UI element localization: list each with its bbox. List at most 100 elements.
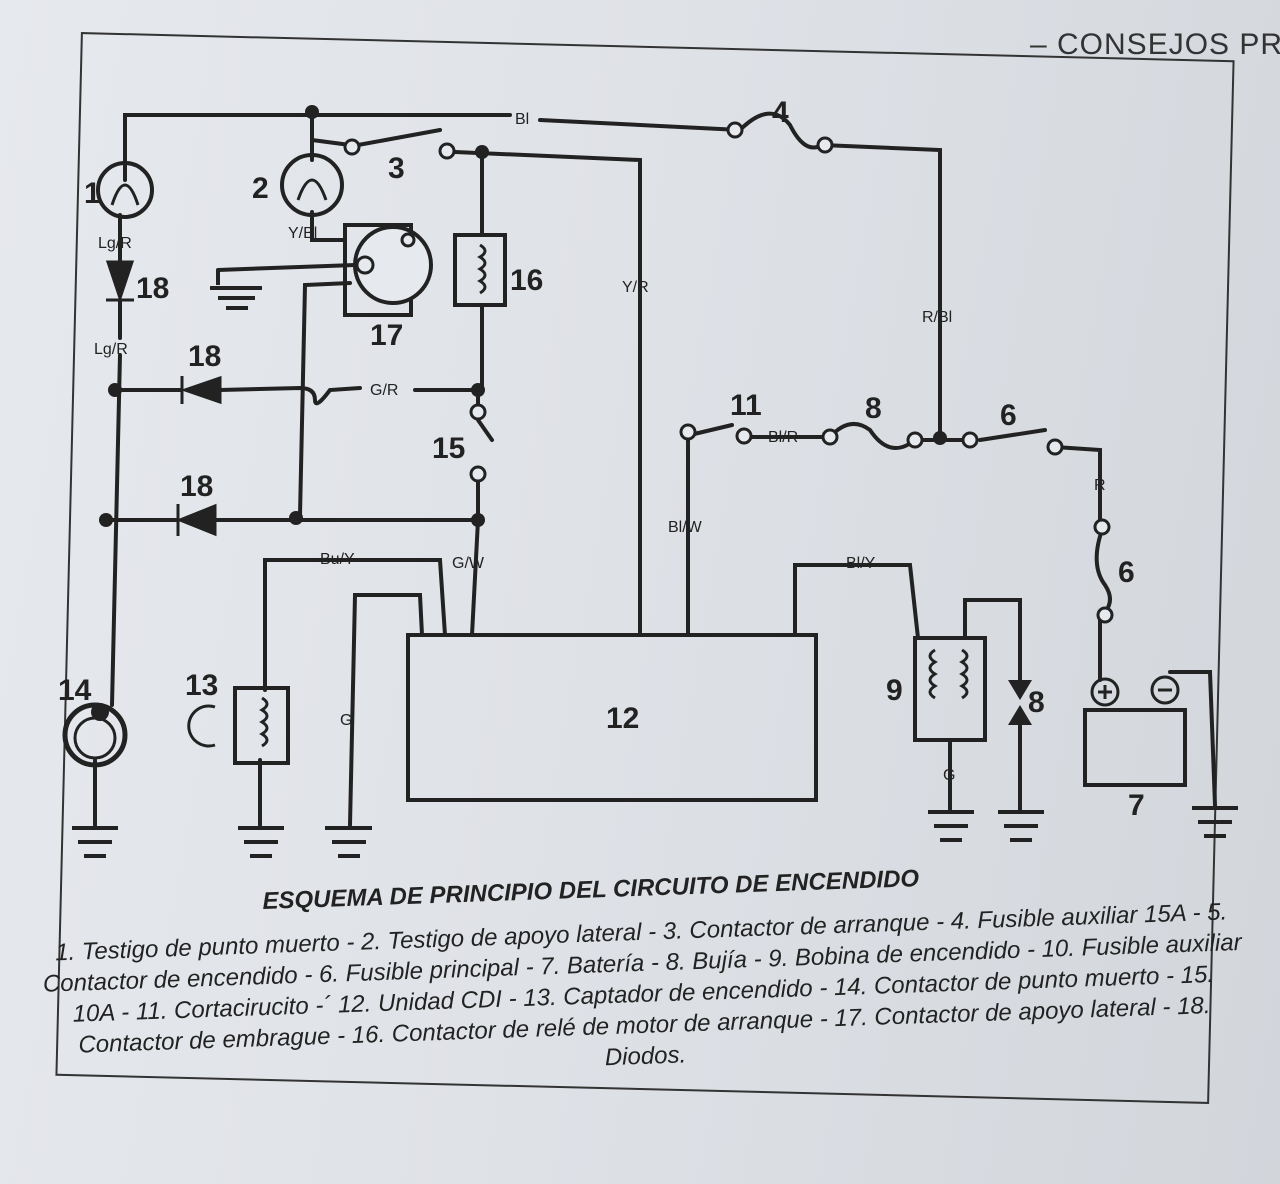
pickup-13-magnet: [187, 704, 216, 748]
junction: [471, 513, 485, 527]
label-14: 14: [58, 674, 92, 707]
wire-to-14: [110, 353, 122, 707]
terminal: [906, 431, 924, 449]
cdi-unit-12: [406, 633, 818, 802]
junction: [933, 431, 947, 445]
label-1: 1: [84, 177, 101, 210]
wire-label-gw: G/W: [452, 555, 485, 572]
wire-r: [1053, 445, 1102, 522]
diode-18-horizontal-2: [175, 503, 217, 537]
wire-label-g2: G: [943, 767, 955, 784]
label-18c: 18: [180, 470, 213, 503]
label-17: 17: [370, 319, 403, 352]
terminal: [735, 427, 753, 445]
wire-label-g1: G: [340, 712, 352, 729]
wire-label-ybl: Y/Bl: [288, 225, 317, 242]
terminal: [343, 138, 361, 156]
lamp-2-sidestand: [280, 153, 344, 217]
label-6a: 6: [1000, 399, 1017, 432]
switch6-lever: [978, 428, 1047, 442]
wire-gw: [470, 518, 480, 637]
terminal: [469, 403, 487, 421]
terminal: [726, 121, 744, 139]
wire-label-blw: Bl/W: [668, 519, 703, 536]
switch-17-dial: [353, 225, 433, 305]
terminal: [961, 431, 979, 449]
wire-switch3-left: [310, 138, 352, 147]
terminal: [821, 428, 839, 446]
terminal: [1096, 606, 1114, 624]
wire-label-blr: Bl/R: [768, 429, 798, 446]
wire-buy: [263, 558, 447, 692]
label-18a: 18: [136, 272, 169, 305]
label-4: 4: [772, 96, 789, 129]
label-16: 16: [510, 264, 543, 297]
fuse-6: [1094, 529, 1112, 614]
terminal: [1093, 518, 1111, 536]
battery-plus: [1090, 677, 1120, 707]
wire-coil-to-plug: [963, 598, 1022, 682]
battery-minus: [1150, 675, 1180, 705]
wire-rbl: [820, 143, 942, 440]
switch-17-contact: [400, 232, 416, 248]
label-6b: 6: [1118, 556, 1135, 589]
wire-label-gr: G/R: [370, 382, 398, 399]
junction: [108, 383, 122, 397]
junction: [99, 513, 113, 527]
label-13: 13: [185, 669, 218, 702]
switch11-lever: [688, 423, 734, 437]
wire-label-r: R: [1094, 477, 1106, 494]
wire-gr-mid: [218, 385, 362, 406]
terminal: [1046, 438, 1064, 456]
diode-18-horizontal-1: [180, 375, 222, 405]
pickup-13-coil: [259, 696, 269, 748]
clutch-15-lever: [476, 418, 494, 442]
label-3: 3: [388, 152, 405, 185]
label-9: 9: [886, 674, 903, 707]
spark-plug-8: [1008, 680, 1032, 700]
label-7: 7: [1128, 789, 1145, 822]
wire-label-lgr-1: Lg/R: [98, 235, 132, 252]
pickup-13-box: [233, 686, 290, 765]
label-15: 15: [432, 432, 465, 465]
wire-17-left: [298, 281, 352, 517]
terminal: [469, 465, 487, 483]
wire-ybl: [310, 210, 347, 242]
page-header: – CONSEJOS PR: [1030, 28, 1280, 61]
battery-7: [1083, 708, 1187, 787]
wire-g1: [348, 593, 424, 827]
junction: [475, 145, 489, 159]
ground-symbols: [72, 806, 1238, 858]
label-12: 12: [606, 702, 639, 735]
wire-17-ground: [216, 263, 357, 272]
switch-17-contact: [355, 255, 375, 275]
label-2: 2: [252, 172, 269, 205]
terminal: [438, 142, 456, 160]
ignition-coil-9: [913, 636, 987, 742]
lamp-1-neutral: [96, 161, 154, 219]
wire-label-lgr-2: Lg/R: [94, 341, 128, 358]
fuse-8: [828, 421, 917, 450]
label-8b: 8: [1028, 686, 1045, 719]
relay-16-box: [453, 233, 507, 307]
switch3-lever: [356, 128, 442, 147]
terminal: [816, 136, 834, 154]
label-11: 11: [730, 389, 762, 422]
wire-yr: [453, 150, 642, 637]
lamp-1-filament: [110, 183, 140, 206]
wire-label-buy: Bu/Y: [320, 551, 355, 568]
wire-label-bly: Bl/Y: [846, 555, 876, 572]
diode-18-vertical: [105, 260, 135, 303]
fuse-4: [738, 111, 824, 150]
label-18b: 18: [188, 340, 221, 373]
wire-minus-ground: [1168, 670, 1217, 807]
wire-bl-top-right: [538, 118, 742, 132]
junction: [471, 383, 485, 397]
lamp-2-filament: [296, 178, 328, 201]
label-8a: 8: [865, 392, 882, 425]
junction: [289, 511, 303, 525]
wire-label-yr: Y/R: [622, 279, 649, 296]
wire-bl-top-left: [123, 113, 512, 182]
wire-label-bl: Bl: [515, 111, 529, 128]
